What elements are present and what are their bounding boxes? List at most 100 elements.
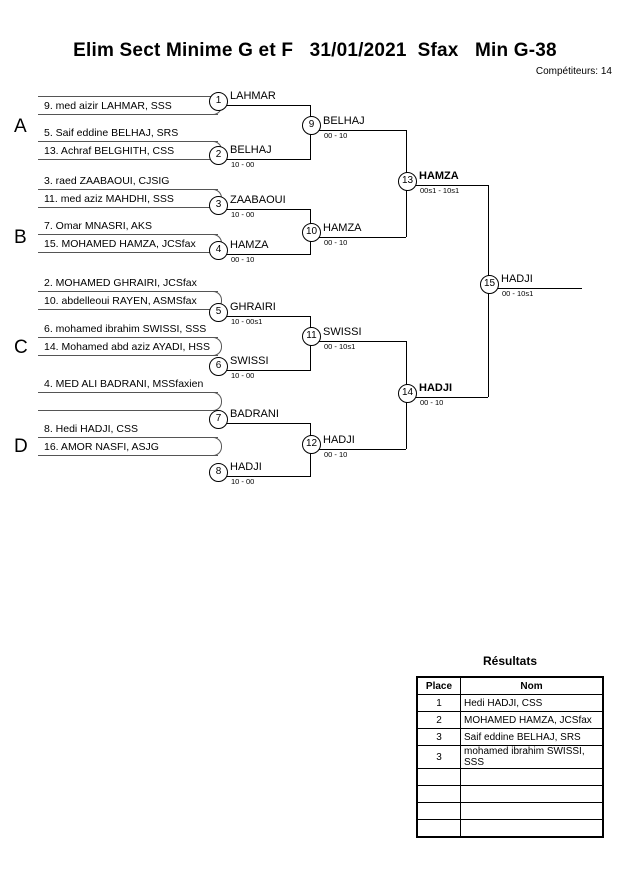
slot-8[interactable]: 15. MOHAMED HAMZA, JCSfax xyxy=(38,235,218,253)
match-circle-11[interactable]: 11 xyxy=(302,327,321,346)
score-match-3: 10 - 00 xyxy=(226,209,316,220)
winner-match-3: ZAABAOUI xyxy=(226,193,316,209)
line-match-4-out xyxy=(226,254,310,255)
result-nom-7 xyxy=(460,802,604,820)
score-match-15: 00 - 10s1 xyxy=(497,288,592,299)
arm-match-7 xyxy=(208,392,222,411)
match-circle-9[interactable]: 9 xyxy=(302,116,321,135)
match-circle-15[interactable]: 15 xyxy=(480,275,499,294)
score-match-2: 10 - 00 xyxy=(226,159,316,170)
table-row: 2 MOHAMED HAMZA, JCSfax xyxy=(416,711,604,729)
winner-match-2-name: BELHAJ xyxy=(230,144,272,156)
table-row: 3 mohamed ibrahim SWISSI, SSS xyxy=(416,745,604,769)
result-nom-4: mohamed ibrahim SWISSI, SSS xyxy=(460,745,604,769)
score-match-12: 00 - 10 xyxy=(319,449,414,460)
result-place-7 xyxy=(416,802,461,820)
winner-match-5-name: GHRAIRI xyxy=(230,301,276,313)
winner-match-12: HADJI xyxy=(319,433,414,449)
slot-16-name: 16. AMOR NASFI, ASJG xyxy=(44,441,159,453)
score-match-3-value: 10 - 00 xyxy=(231,210,255,219)
winner-match-10-name: HAMZA xyxy=(323,222,362,234)
slot-1[interactable] xyxy=(38,79,218,97)
match-circle-3[interactable]: 3 xyxy=(209,196,228,215)
line-match-14-out xyxy=(415,397,488,398)
slot-7-name: 7. Omar MNASRI, AKS xyxy=(44,220,152,232)
line-match-1-out xyxy=(226,105,310,106)
match-circle-14[interactable]: 14 xyxy=(398,384,417,403)
match-circle-12[interactable]: 12 xyxy=(302,435,321,454)
slot-4-name: 13. Achraf BELGHITH, CSS xyxy=(44,145,175,157)
score-match-6: 10 - 00 xyxy=(226,370,316,381)
slot-14[interactable] xyxy=(38,393,218,411)
result-nom-6 xyxy=(460,785,604,803)
winner-match-7-name: BADRANI xyxy=(230,408,279,420)
match-circle-8[interactable]: 8 xyxy=(209,463,228,482)
results-table: Place Nom 1 Hedi HADJI, CSS 2 MOHAMED HA… xyxy=(416,676,604,838)
match-circle-2[interactable]: 2 xyxy=(209,146,228,165)
match-circle-10[interactable]: 10 xyxy=(302,223,321,242)
winner-match-15: HADJI xyxy=(497,272,592,288)
score-match-11-value: 00 - 10s1 xyxy=(324,342,356,351)
line-match-2-out xyxy=(226,159,310,160)
slot-16[interactable]: 16. AMOR NASFI, ASJG xyxy=(38,438,218,456)
score-match-12-value: 00 - 10 xyxy=(324,450,348,459)
slot-2[interactable]: 9. med aizir LAHMAR, SSS xyxy=(38,97,218,115)
score-match-4-value: 00 - 10 xyxy=(231,255,255,264)
winner-match-3-name: ZAABAOUI xyxy=(230,194,286,206)
winner-match-14-name: HADJI xyxy=(419,382,453,394)
slot-4[interactable]: 13. Achraf BELGHITH, CSS xyxy=(38,142,218,160)
score-match-1 xyxy=(226,105,316,116)
winner-match-4: HAMZA xyxy=(226,238,316,254)
slot-13[interactable]: 4. MED ALI BADRANI, MSSfaxien xyxy=(38,375,218,393)
line-match-7-out xyxy=(226,423,310,424)
slot-5[interactable]: 3. raed ZAABAOUI, CJSIG xyxy=(38,172,218,190)
score-match-10-value: 00 - 10 xyxy=(324,238,348,247)
table-row: 1 Hedi HADJI, CSS xyxy=(416,694,604,712)
line-match-8-out xyxy=(226,476,310,477)
result-place-5 xyxy=(416,768,461,786)
result-place-4: 3 xyxy=(416,745,461,769)
score-match-8: 10 - 00 xyxy=(226,476,316,487)
slot-9[interactable]: 2. MOHAMED GHRAIRI, JCSfax xyxy=(38,274,218,292)
result-place-2: 2 xyxy=(416,711,461,729)
result-place-6 xyxy=(416,785,461,803)
winner-match-4-name: HAMZA xyxy=(230,239,269,251)
result-nom-5 xyxy=(460,768,604,786)
slot-7[interactable]: 7. Omar MNASRI, AKS xyxy=(38,217,218,235)
result-place-3: 3 xyxy=(416,728,461,746)
slot-6[interactable]: 11. med aziz MAHDHI, SSS xyxy=(38,190,218,208)
match-circle-6[interactable]: 6 xyxy=(209,357,228,376)
arm-match-6 xyxy=(208,337,222,356)
slot-6-name: 11. med aziz MAHDHI, SSS xyxy=(44,193,174,205)
score-match-5-value: 10 - 00s1 xyxy=(231,317,263,326)
result-nom-1: Hedi HADJI, CSS xyxy=(460,694,604,712)
slot-12[interactable]: 14. Mohamed abd aziz AYADI, HSS xyxy=(38,338,218,356)
score-match-14-value: 00 - 10 xyxy=(420,398,444,407)
score-match-5: 10 - 00s1 xyxy=(226,316,316,327)
result-place-1: 1 xyxy=(416,694,461,712)
line-match-13-out xyxy=(415,185,488,186)
arm-match-8 xyxy=(208,437,222,456)
score-match-8-value: 10 - 00 xyxy=(231,477,255,486)
line-match-5-out xyxy=(226,316,310,317)
result-nom-3: Saif eddine BELHAJ, SRS xyxy=(460,728,604,746)
slot-11[interactable]: 6. mohamed ibrahim SWISSI, SSS xyxy=(38,320,218,338)
score-match-2-value: 10 - 00 xyxy=(231,160,255,169)
score-match-10: 00 - 10 xyxy=(319,237,414,248)
match-circle-7[interactable]: 7 xyxy=(209,410,228,429)
score-match-11: 00 - 10s1 xyxy=(319,341,414,352)
slot-3[interactable]: 5. Saif eddine BELHAJ, SRS xyxy=(38,124,218,142)
match-circle-1[interactable]: 1 xyxy=(209,92,228,111)
winner-match-12-name: HADJI xyxy=(323,434,355,446)
page-title: Elim Sect Minime G et F 31/01/2021 Sfax … xyxy=(73,40,557,61)
slot-10[interactable]: 10. abdelleoui RAYEN, ASMSfax xyxy=(38,292,218,310)
results-title: Résultats xyxy=(482,654,538,668)
match-circle-5[interactable]: 5 xyxy=(209,303,228,322)
match-circle-4[interactable]: 4 xyxy=(209,241,228,260)
winner-match-13: HAMZA xyxy=(415,169,500,185)
match-circle-13[interactable]: 13 xyxy=(398,172,417,191)
pool-label-d: D xyxy=(14,436,28,457)
slot-15[interactable]: 8. Hedi HADJI, CSS xyxy=(38,420,218,438)
result-nom-8 xyxy=(460,819,604,838)
